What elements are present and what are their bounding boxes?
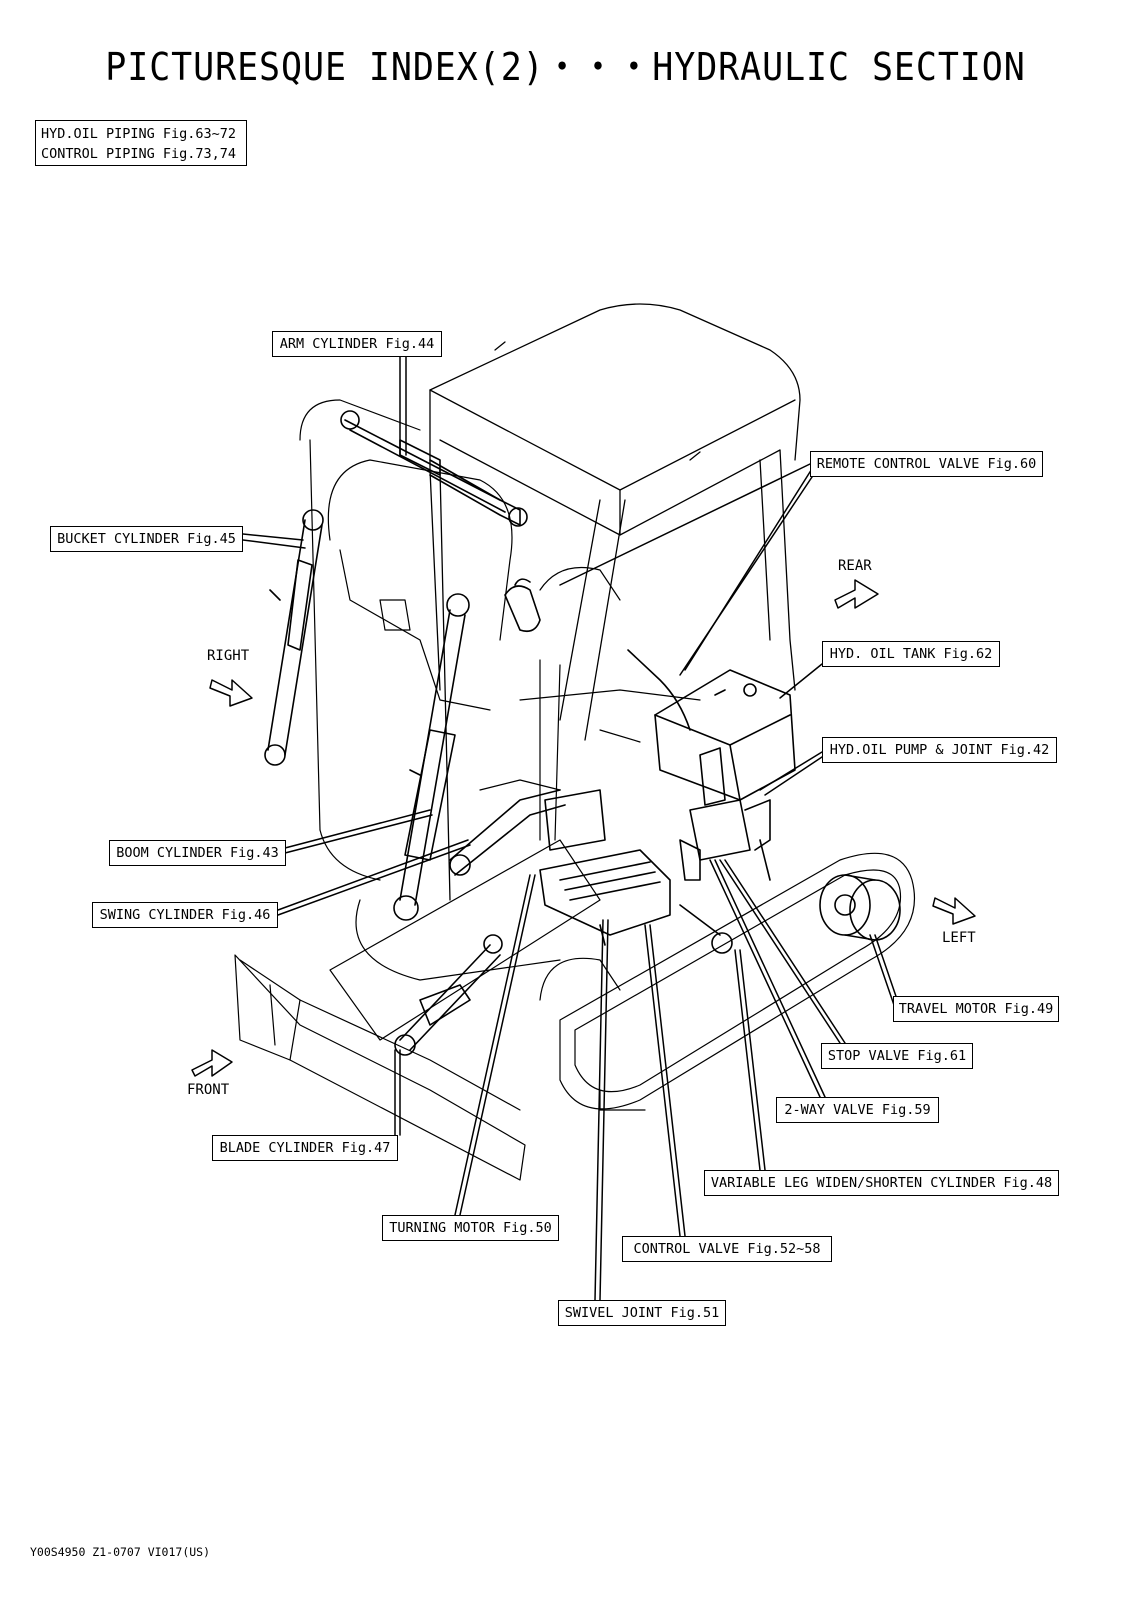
page-title: PICTURESQUE INDEX(2)・・・HYDRAULIC SECTION xyxy=(105,45,1026,89)
two-way-valve-label[interactable]: 2-WAY VALVE Fig.59 xyxy=(776,1097,939,1123)
swivel-joint-label[interactable]: SWIVEL JOINT Fig.51 xyxy=(558,1300,726,1326)
travel-motor-drawing xyxy=(819,874,901,941)
control-valve-label[interactable]: CONTROL VALVE Fig.52~58 xyxy=(622,1236,832,1262)
variable-leg-cylinder-drawing xyxy=(679,904,733,954)
remote-control-valve-label[interactable]: REMOTE CONTROL VALVE Fig.60 xyxy=(810,451,1043,477)
bucket-cylinder-drawing xyxy=(264,509,324,766)
front-direction-label: FRONT xyxy=(187,1082,230,1098)
piping-reference-box: HYD.OIL PIPING Fig.63~72 CONTROL PIPING … xyxy=(35,120,247,166)
swing-cylinder-label[interactable]: SWING CYLINDER Fig.46 xyxy=(92,902,278,928)
hyd-oil-pump-label[interactable]: HYD.OIL PUMP & JOINT Fig.42 xyxy=(822,737,1057,763)
blade-cylinder-label[interactable]: BLADE CYLINDER Fig.47 xyxy=(212,1135,398,1161)
boom-cylinder-label[interactable]: BOOM CYLINDER Fig.43 xyxy=(109,840,286,866)
control-piping-ref[interactable]: CONTROL PIPING Fig.73,74 xyxy=(41,146,237,162)
undercarriage-tracks xyxy=(329,839,916,1111)
rear-direction-label: REAR xyxy=(838,558,872,574)
remote-control-valve-left-drawing xyxy=(504,578,541,633)
direction-arrows xyxy=(191,579,976,1077)
right-arrow-icon xyxy=(209,679,253,707)
operator-seat-body xyxy=(299,399,701,981)
dozer-blade xyxy=(234,954,526,1181)
hyd-oil-tank-drawing xyxy=(627,649,796,801)
arm-cylinder-drawing xyxy=(340,410,528,527)
boom-cylinder-drawing xyxy=(393,593,470,921)
hyd-oil-pump-drawing xyxy=(679,747,771,881)
blade-cylinder-drawing xyxy=(394,934,503,1056)
turning-motor-label[interactable]: TURNING MOTOR Fig.50 xyxy=(382,1215,559,1241)
leader-lines xyxy=(242,356,901,1301)
hyd-oil-piping-ref[interactable]: HYD.OIL PIPING Fig.63~72 xyxy=(41,126,237,142)
front-arrow-icon xyxy=(191,1049,233,1077)
variable-leg-cylinder-label[interactable]: VARIABLE LEG WIDEN/SHORTEN CYLINDER Fig.… xyxy=(704,1170,1059,1196)
bucket-cylinder-label[interactable]: BUCKET CYLINDER Fig.45 xyxy=(50,526,243,552)
swing-cylinder-drawing xyxy=(449,789,566,876)
stop-valve-label[interactable]: STOP VALVE Fig.61 xyxy=(821,1043,973,1069)
left-arrow-icon xyxy=(932,897,976,925)
travel-motor-label[interactable]: TRAVEL MOTOR Fig.49 xyxy=(893,996,1059,1022)
control-valve-drawing xyxy=(539,789,671,946)
rear-arrow-icon xyxy=(834,579,879,609)
right-direction-label: RIGHT xyxy=(207,648,250,664)
left-direction-label: LEFT xyxy=(942,930,976,946)
hyd-oil-tank-label[interactable]: HYD. OIL TANK Fig.62 xyxy=(822,641,1000,667)
arm-cylinder-label[interactable]: ARM CYLINDER Fig.44 xyxy=(272,331,442,357)
document-code: Y00S4950 Z1-0707 VI017(US) xyxy=(30,1545,211,1559)
